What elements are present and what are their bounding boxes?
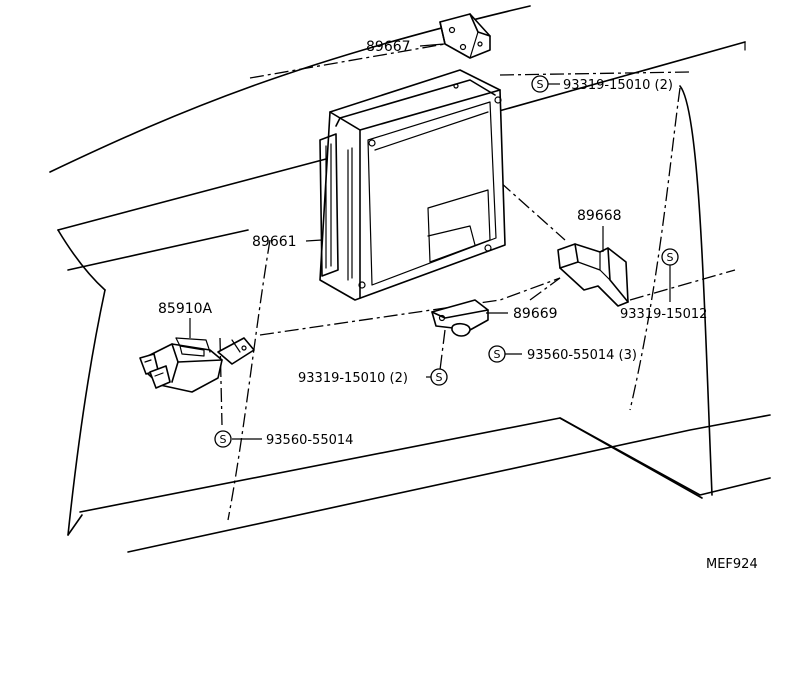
label-89668: 89668 xyxy=(577,208,622,224)
symbol-screw-lower-left: S xyxy=(430,368,448,386)
svg-text:S: S xyxy=(537,78,544,91)
label-89667: 89667 xyxy=(366,39,411,55)
label-93560-55014-3: 93560-55014 (3) xyxy=(527,348,637,363)
bracket-89668 xyxy=(557,243,629,307)
label-89669: 89669 xyxy=(513,306,558,322)
svg-text:S: S xyxy=(494,348,501,361)
symbol-screw-top: S xyxy=(531,75,549,93)
svg-text:S: S xyxy=(220,433,227,446)
label-85910A: 85910A xyxy=(158,301,213,317)
phantom-lines xyxy=(219,43,736,521)
label-93560-55014: 93560-55014 xyxy=(266,433,353,448)
ecu-unit xyxy=(319,69,506,301)
leader-lines xyxy=(189,43,671,440)
figure-code: MEF924 xyxy=(706,557,758,572)
label-93319-15010-top: 93319-15010 (2) xyxy=(563,78,673,93)
bracket-89667 xyxy=(439,13,491,59)
svg-text:S: S xyxy=(667,251,674,264)
bracket-89669 xyxy=(431,299,489,337)
symbol-nut-lower: S xyxy=(488,345,506,363)
relay-85910A xyxy=(139,337,255,393)
symbol-screw-right: S xyxy=(661,248,679,266)
svg-text:S: S xyxy=(436,371,443,384)
symbol-nut-relay: S xyxy=(214,430,232,448)
label-93319-15012: 93319-15012 xyxy=(620,307,707,322)
label-93319-15010-lower: 93319-15010 (2) xyxy=(298,371,408,386)
label-89661: 89661 xyxy=(252,234,297,250)
